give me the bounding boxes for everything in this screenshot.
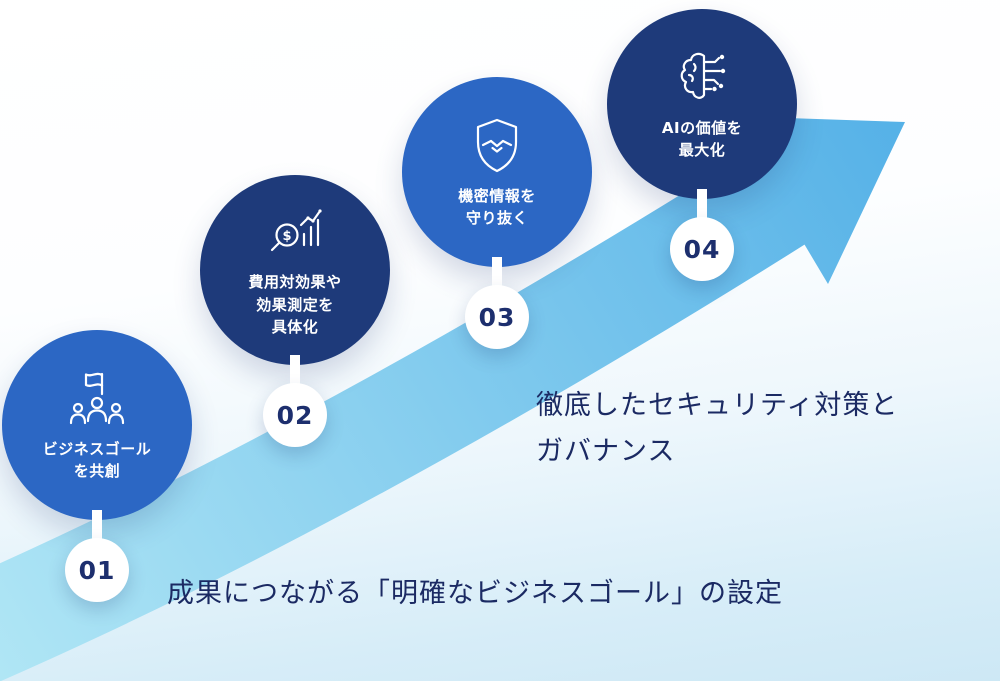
step-04-connector xyxy=(697,189,707,223)
svg-text:$: $ xyxy=(282,229,291,244)
step-02-label: 費用対効果や 効果測定を 具体化 xyxy=(248,271,341,339)
step-03: 機密情報を 守り抜く 03 xyxy=(402,77,592,349)
step-03-circle: 機密情報を 守り抜く xyxy=(402,77,592,267)
brain-circuit-icon xyxy=(668,47,736,111)
step-01-label-line: ビジネスゴール xyxy=(42,439,152,458)
step-03-number-badge: 03 xyxy=(465,285,529,349)
step-02-label-line: 効果測定を xyxy=(256,295,334,314)
step-03-label: 機密情報を 守り抜く xyxy=(458,185,536,230)
step-01-label-line: を共創 xyxy=(73,462,121,480)
step-01-number: 01 xyxy=(78,555,116,585)
step-02: $ 費用対効果や 効果測定を 具体化 02 xyxy=(200,175,390,447)
step-02-connector xyxy=(290,355,300,389)
step-03-connector xyxy=(492,257,502,291)
step-02-label-line: 費用対効果や xyxy=(248,273,342,292)
step-02-label-line: 具体化 xyxy=(271,318,319,337)
step-01-number-badge: 01 xyxy=(65,538,129,602)
step-04-label: AIの価値を 最大化 xyxy=(662,117,742,162)
step-03-label-line: 機密情報を xyxy=(458,186,536,205)
goal-annotation-line: 成果につながる「明確なビジネスゴール」の設定 xyxy=(167,578,783,609)
step-04-circle: AIの価値を 最大化 xyxy=(607,9,797,199)
step-02-number-badge: 02 xyxy=(263,383,327,447)
step-03-label-line: 守り抜く xyxy=(465,209,528,227)
chart-dollar-icon: $ xyxy=(261,201,329,265)
step-02-circle: $ 費用対効果や 効果測定を 具体化 xyxy=(200,175,390,365)
step-04-number: 04 xyxy=(683,234,721,264)
step-01-connector xyxy=(92,510,102,544)
security-annotation-line: 徹底したセキュリティ対策と xyxy=(536,390,899,421)
goal-annotation: 成果につながる「明確なビジネスゴール」の設定 xyxy=(167,571,783,617)
step-01-label: ビジネスゴール を共創 xyxy=(43,438,152,483)
step-01-circle: ビジネスゴール を共創 xyxy=(2,330,192,520)
step-04-label-line: 最大化 xyxy=(678,141,726,159)
security-annotation-line: ガバナンス xyxy=(536,436,676,468)
step-04-label-line: AIの価値を xyxy=(661,118,743,137)
shield-handshake-icon xyxy=(463,115,531,179)
security-annotation: 徹底したセキュリティ対策と ガバナンス xyxy=(536,383,898,476)
step-03-number: 03 xyxy=(478,302,516,332)
step-04: AIの価値を 最大化 04 xyxy=(607,9,797,281)
step-01: ビジネスゴール を共創 01 xyxy=(2,330,192,602)
step-02-number: 02 xyxy=(276,400,314,430)
team-flag-icon xyxy=(63,368,131,432)
step-04-number-badge: 04 xyxy=(670,217,734,281)
